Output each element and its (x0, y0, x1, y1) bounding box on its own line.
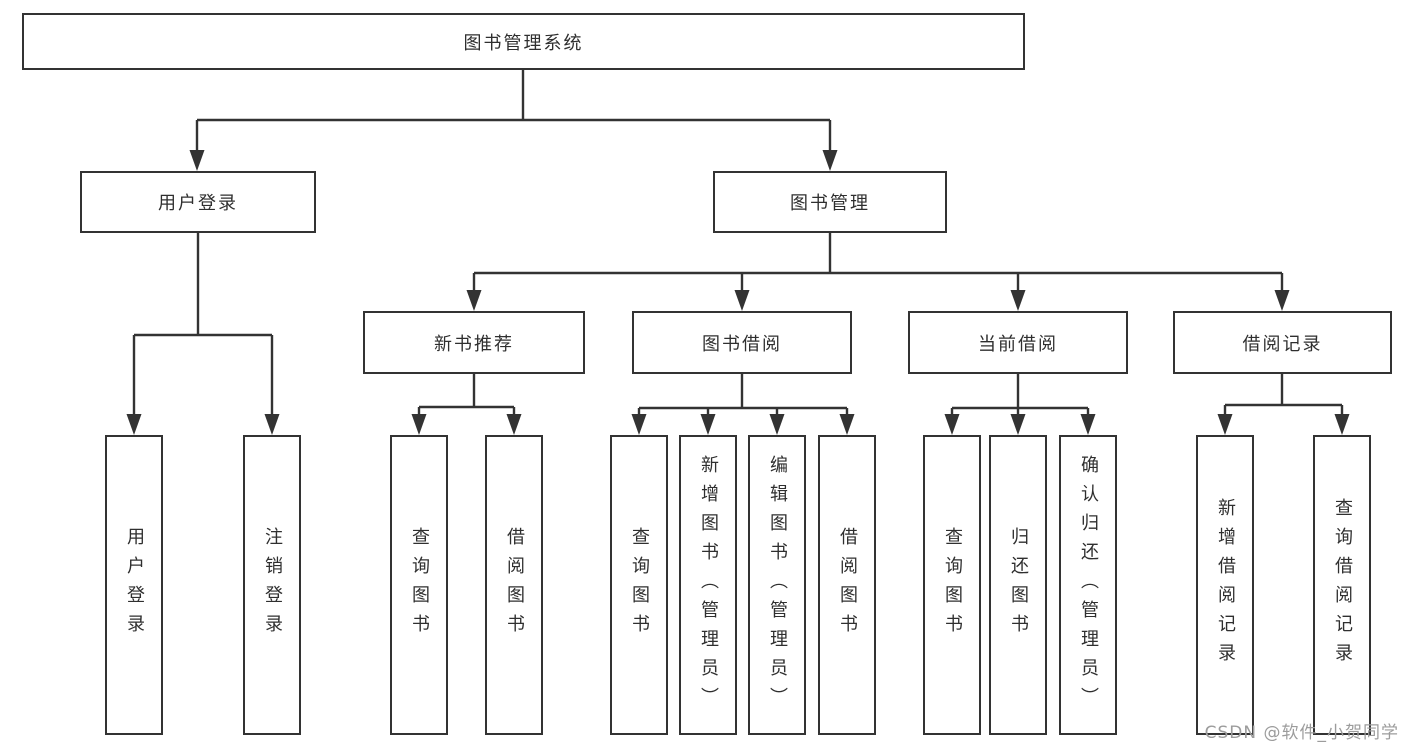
arrowhead (631, 414, 647, 435)
node-new-book-recommend: 新书推荐 (363, 311, 585, 374)
leaf-records-add-record: 新增借阅记录 (1196, 435, 1254, 735)
arrowhead (189, 150, 205, 171)
arrowhead (1080, 414, 1096, 435)
leaf-logout: 注销登录 (243, 435, 301, 735)
arrowhead (264, 414, 280, 435)
node-book-management: 图书管理 (713, 171, 947, 233)
connector-new-book-branch (411, 374, 522, 435)
arrowhead (1334, 414, 1350, 435)
leaf-newbook-query-books: 查询图书 (390, 435, 448, 735)
leaf-current-query-books: 查询图书 (923, 435, 981, 735)
node-current-borrowing: 当前借阅 (908, 311, 1128, 374)
arrowhead (839, 414, 855, 435)
arrowhead (1274, 290, 1290, 311)
connector-book-borrow-branch (631, 374, 855, 435)
arrowhead (411, 414, 427, 435)
arrowhead (1010, 414, 1026, 435)
arrowhead (822, 150, 838, 171)
leaf-records-query-record: 查询借阅记录 (1313, 435, 1371, 735)
leaf-borrow-query-books: 查询图书 (610, 435, 668, 735)
leaf-borrow-borrow-books: 借阅图书 (818, 435, 876, 735)
arrowhead (769, 414, 785, 435)
connector-root-branch (189, 68, 838, 171)
arrowhead (1217, 414, 1233, 435)
leaf-current-confirm-return-admin: 确认归还（管理员） (1059, 435, 1117, 735)
node-user-login-group: 用户登录 (80, 171, 316, 233)
arrowhead (944, 414, 960, 435)
arrowhead (700, 414, 716, 435)
leaf-newbook-borrow-books: 借阅图书 (485, 435, 543, 735)
leaf-current-return-books: 归还图书 (989, 435, 1047, 735)
connector-book-management-branch (466, 233, 1290, 311)
arrowhead (126, 414, 142, 435)
leaf-borrow-edit-books-admin: 编辑图书（管理员） (748, 435, 806, 735)
arrowhead (734, 290, 750, 311)
leaf-borrow-add-books-admin: 新增图书（管理员） (679, 435, 737, 735)
node-library-management-system: 图书管理系统 (22, 13, 1025, 70)
arrowhead (466, 290, 482, 311)
node-book-borrowing: 图书借阅 (632, 311, 852, 374)
connector-user-login-branch (126, 233, 280, 435)
arrowhead (1010, 290, 1026, 311)
leaf-user-login: 用户登录 (105, 435, 163, 735)
csdn-watermark: CSDN @软件_小贺同学 (1204, 723, 1399, 743)
connector-current-borrow-branch (944, 374, 1096, 435)
connector-borrow-records-branch (1217, 374, 1350, 435)
arrowhead (506, 414, 522, 435)
node-borrowing-records: 借阅记录 (1173, 311, 1392, 374)
